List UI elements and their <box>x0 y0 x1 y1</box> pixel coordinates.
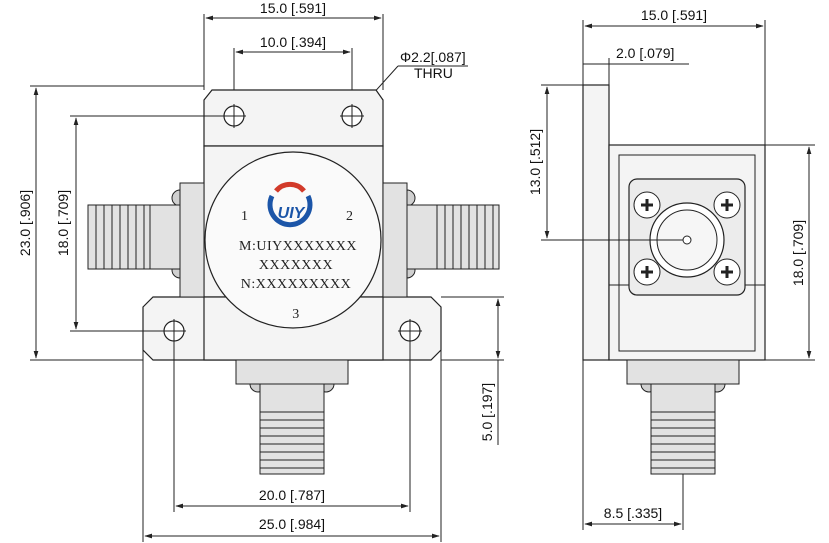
company-logo: UIY <box>267 181 313 228</box>
side-dim-body-height-label: 18.0 [.709] <box>790 220 806 286</box>
dim-bottom-hole-spacing-label: 20.0 [.787] <box>259 487 325 503</box>
dim-overall-height-label: 23.0 [.906] <box>17 190 33 256</box>
port-3-label: 3 <box>292 307 300 322</box>
model-line: M:UIYXXXXXXX <box>239 239 357 254</box>
dim-hole-vertical-label: 18.0 [.709] <box>55 190 71 256</box>
dim-hole-spacing-label: 10.0 [.394] <box>260 34 326 50</box>
hole-callout-diameter: Φ2.2[.087] <box>400 49 466 65</box>
side-connector-face <box>628 178 746 296</box>
sma-connector-bottom <box>235 359 349 475</box>
side-dim-flange-thickness-label: 2.0 [.079] <box>616 45 674 61</box>
sma-connector-right <box>382 182 500 298</box>
port-1-label: 1 <box>241 209 249 224</box>
side-dim-connector-height-label: 13.0 [.512] <box>527 129 543 195</box>
side-dim-connector-offset-label: 8.5 [.335] <box>604 505 662 521</box>
sma-connector-left <box>87 182 205 298</box>
side-dim-overall-width-label: 15.0 [.591] <box>641 7 707 23</box>
serial-line: N:XXXXXXXXX <box>241 277 352 292</box>
mounting-hole-bottom-right <box>398 319 422 343</box>
dim-overall-width-label: 15.0 [.591] <box>260 0 326 16</box>
model-line-2: XXXXXXX <box>259 258 333 273</box>
port-2-label: 2 <box>346 209 354 224</box>
side-view: 15.0 [.591] 2.0 [.079] <box>527 7 815 530</box>
side-flange-plate <box>582 84 610 361</box>
dim-bottom-width-label: 25.0 [.984] <box>259 516 325 532</box>
svg-text:UIY: UIY <box>278 205 306 222</box>
mounting-hole-top-right <box>340 104 364 128</box>
front-view: 15.0 [.591] 10.0 [.394] Φ2.2[.087] THRU <box>17 0 504 542</box>
side-sma-connector-bottom <box>626 359 740 475</box>
hole-callout-thru: THRU <box>414 65 453 81</box>
mounting-hole-top-left <box>222 104 246 128</box>
dim-connector-offset-label: 5.0 [.197] <box>479 383 495 441</box>
label-disc <box>204 151 382 329</box>
